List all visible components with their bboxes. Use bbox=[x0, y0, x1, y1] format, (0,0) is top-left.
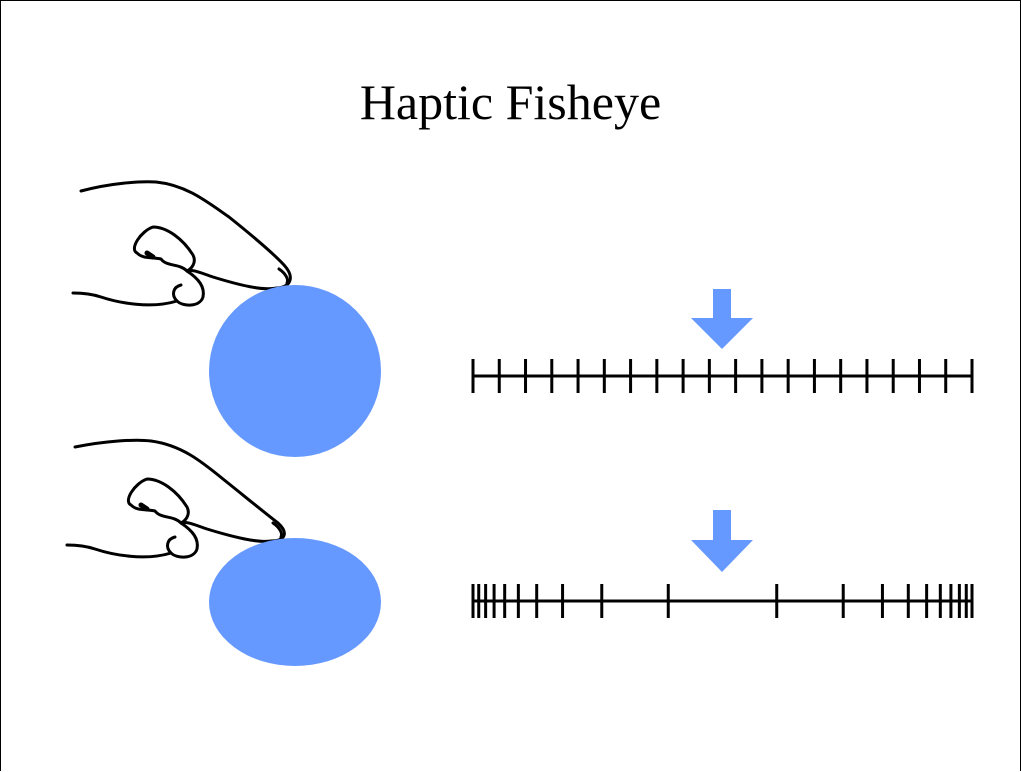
hand-top-curled-finger bbox=[172, 269, 205, 307]
hand-bottom-palm bbox=[65, 543, 173, 559]
position-arrow-bottom bbox=[691, 510, 753, 572]
page-title: Haptic Fisheye bbox=[359, 74, 662, 130]
hand-illustration-bottom bbox=[65, 438, 286, 559]
hand-bottom-nail bbox=[271, 521, 283, 539]
hand-bottom-knuckle bbox=[138, 502, 150, 512]
hand-bottom-index-finger bbox=[179, 521, 273, 543]
hand-top-knuckle bbox=[144, 250, 156, 260]
ball-uncompressed bbox=[209, 285, 381, 457]
uniform-scale bbox=[471, 359, 974, 393]
hand-top-outline bbox=[79, 180, 292, 290]
hand-illustration-top bbox=[71, 180, 292, 307]
hand-top-thumb bbox=[132, 225, 196, 273]
hand-bottom-curled-finger bbox=[166, 521, 199, 559]
hand-top-index-finger bbox=[185, 269, 279, 291]
hand-bottom-outline bbox=[73, 438, 286, 543]
ball-compressed bbox=[209, 538, 381, 666]
hand-top-nail bbox=[277, 267, 289, 285]
hand-top-palm bbox=[71, 291, 179, 307]
fisheye-scale bbox=[471, 584, 974, 618]
hand-bottom-thumb bbox=[126, 477, 190, 525]
position-arrow-top bbox=[691, 289, 753, 349]
